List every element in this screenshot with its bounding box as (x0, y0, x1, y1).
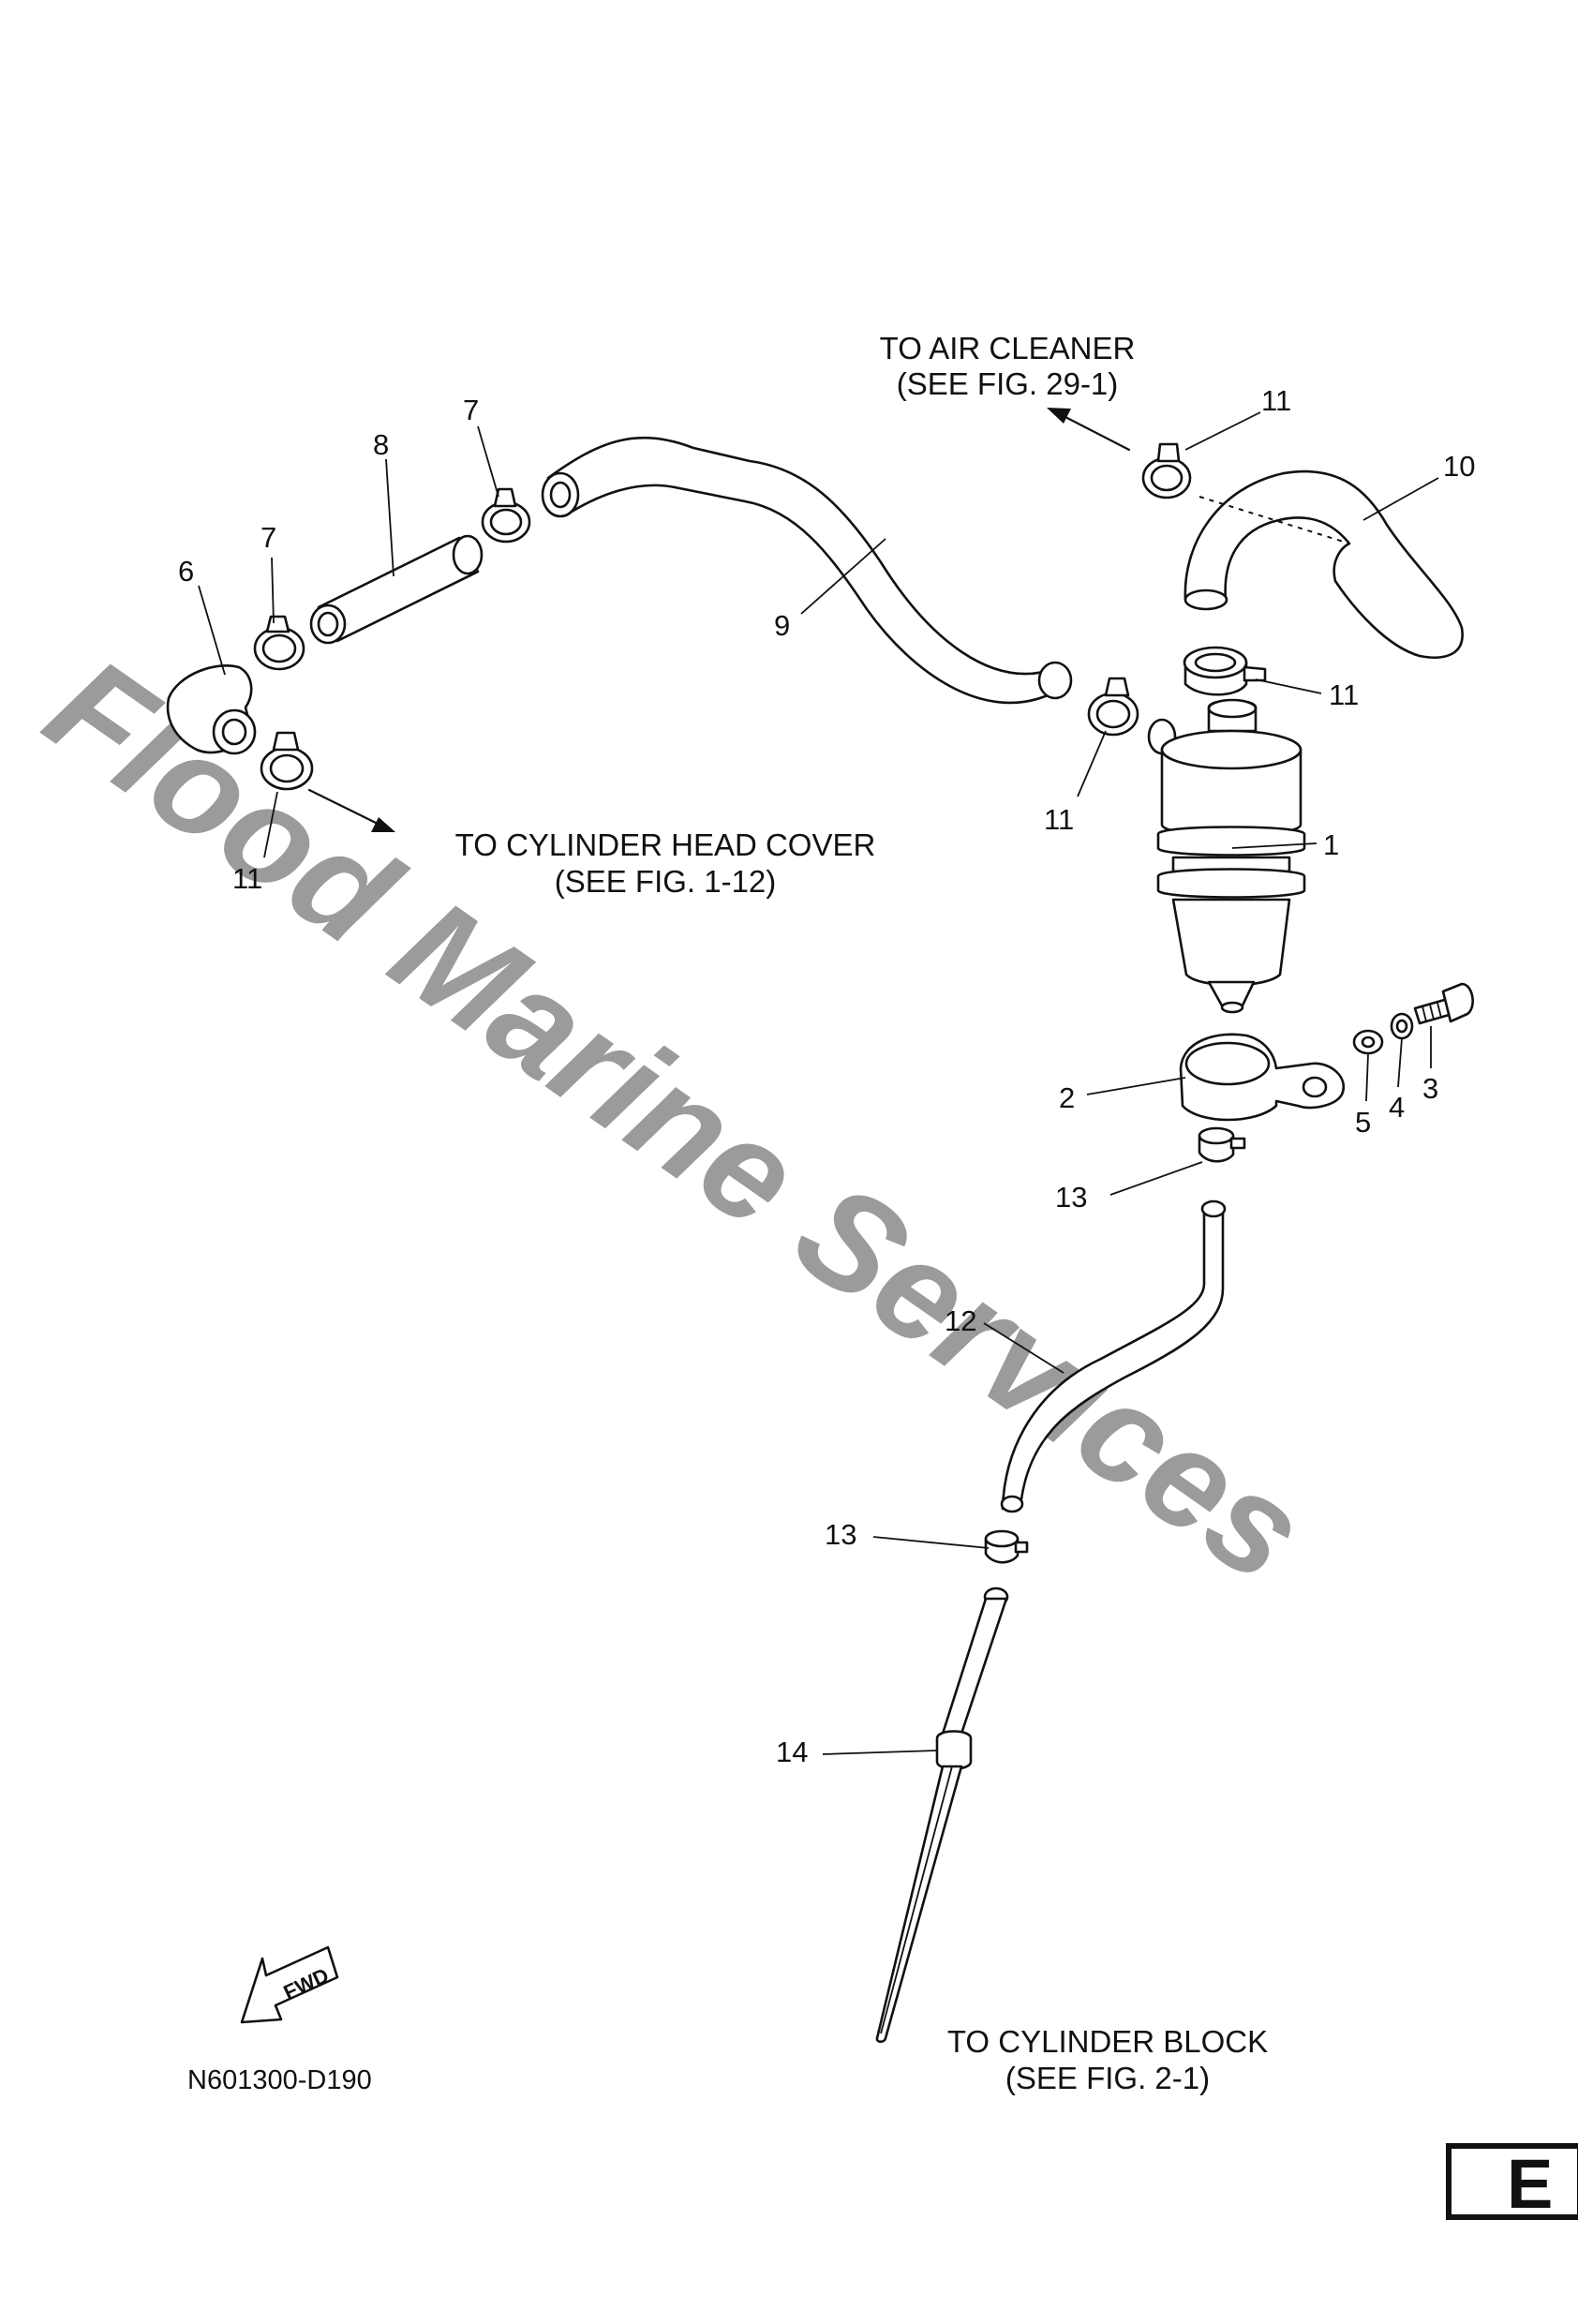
note-block-line1: TO CYLINDER BLOCK (947, 2024, 1268, 2059)
arrow-to-cylinder-head-cover (307, 788, 395, 832)
note-head-cover-line1: TO CYLINDER HEAD COVER (455, 827, 876, 862)
pipe-part-8 (309, 534, 484, 645)
fwd-arrow-icon: FWD (240, 1945, 339, 2024)
callout-11-lower: 11 (1044, 803, 1074, 836)
clamp-part-11-lower (1087, 677, 1139, 737)
callout-11-left: 11 (232, 862, 262, 895)
clamp-part-11-left (260, 731, 314, 791)
callout-11-top: 11 (1261, 384, 1291, 417)
leader-lines (198, 411, 1439, 1755)
callout-10: 10 (1443, 450, 1475, 483)
callout-9: 9 (774, 609, 790, 642)
note-air-cleaner-line1: TO AIR CLEANER (880, 331, 1136, 365)
callout-13-upper: 13 (1055, 1181, 1087, 1214)
clamp-part-11-top (1141, 442, 1192, 499)
hose-part-10 (1184, 469, 1464, 659)
callout-11-mid: 11 (1329, 678, 1359, 711)
callout-7-upper: 7 (463, 394, 479, 426)
clamp-part-7-upper (481, 487, 531, 544)
callout-8: 8 (373, 428, 389, 461)
callout-14: 14 (776, 1736, 808, 1768)
separator-part-1 (1147, 698, 1306, 1014)
watermark: Flood Marine Services (21, 627, 1333, 1612)
section-letter-box: E (1446, 2143, 1578, 2223)
clip-part-13-upper (1198, 1126, 1246, 1163)
bracket-part-2 (1179, 1033, 1345, 1122)
elbow-part-6 (166, 664, 257, 755)
section-letter: E (1507, 2145, 1553, 2223)
hose-part-9 (541, 436, 1073, 705)
lockwasher-part-4 (1390, 1012, 1414, 1040)
washer-part-5 (1352, 1029, 1384, 1055)
tube-part-14 (875, 1587, 1009, 2044)
callout-1: 1 (1323, 828, 1339, 861)
figure-code: N601300-D190 (187, 2065, 372, 2095)
callout-12: 12 (945, 1304, 976, 1337)
callout-6: 6 (178, 555, 194, 588)
callout-3: 3 (1422, 1072, 1438, 1105)
callout-numbers: 1 2 3 4 5 6 7 7 8 9 10 11 11 11 11 12 13… (178, 384, 1475, 1768)
clamp-part-11-mid (1183, 646, 1267, 696)
note-block-line2: (SEE FIG. 2-1) (1005, 2061, 1210, 2095)
callout-13-lower: 13 (825, 1518, 856, 1551)
callout-2: 2 (1059, 1081, 1075, 1114)
note-air-cleaner-line2: (SEE FIG. 29-1) (897, 366, 1119, 401)
arrow-to-air-cleaner (1047, 408, 1131, 452)
hose-part-12 (1000, 1199, 1227, 1513)
callout-5: 5 (1355, 1106, 1371, 1139)
routing-notes: TO AIR CLEANER (SEE FIG. 29-1) TO CYLIND… (455, 331, 1268, 2095)
callout-4: 4 (1389, 1091, 1405, 1124)
callout-7-lower: 7 (261, 521, 276, 554)
bolt-part-3 (1413, 982, 1474, 1025)
note-head-cover-line2: (SEE FIG. 1-12) (555, 864, 777, 899)
clip-part-13-lower (984, 1529, 1029, 1564)
clamp-part-7-lower (253, 615, 305, 671)
